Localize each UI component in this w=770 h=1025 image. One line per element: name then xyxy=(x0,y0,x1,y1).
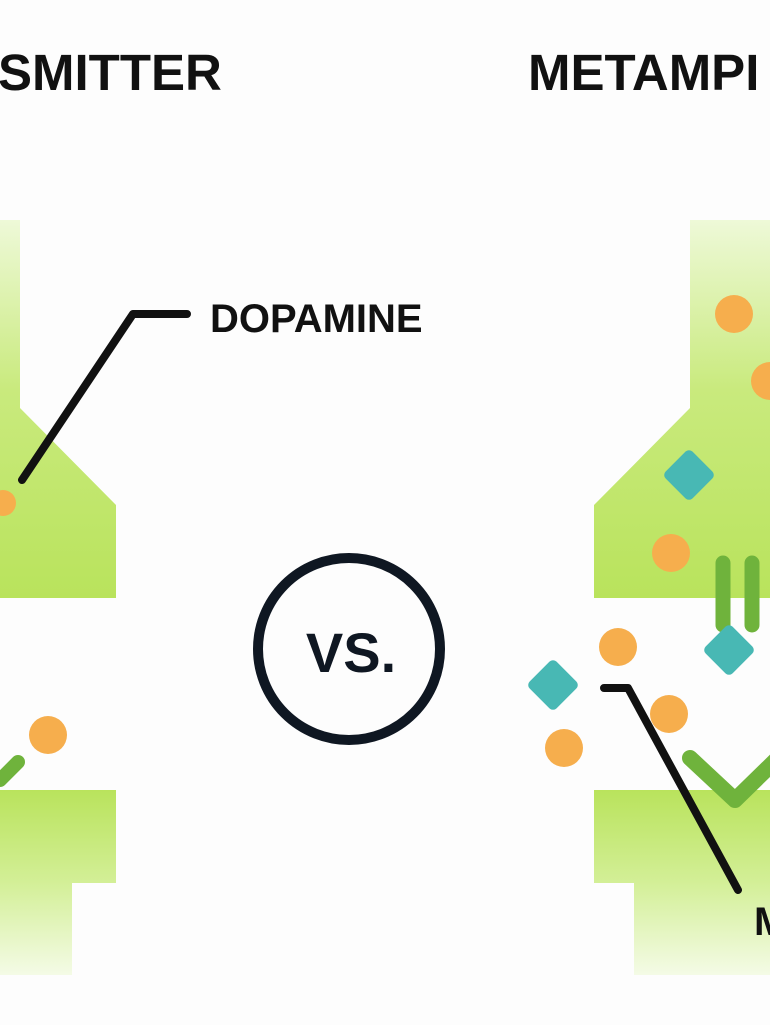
left-postsynaptic-neuron xyxy=(0,790,116,975)
versus-circle xyxy=(253,553,445,745)
dopamine-molecule xyxy=(545,729,583,767)
left-presynaptic-neuron xyxy=(0,220,116,598)
versus-badge: VS. xyxy=(253,553,445,745)
right-postsynaptic-neuron xyxy=(594,790,770,975)
meth-label: M xyxy=(754,900,770,944)
right-receptor xyxy=(682,750,770,808)
dopamine-molecule xyxy=(29,716,67,754)
dopamine-molecule xyxy=(0,490,16,516)
right-panel-title: METAMPI xyxy=(528,44,759,101)
dopamine-molecule xyxy=(715,295,753,333)
left-receptor xyxy=(0,755,25,787)
meth-molecule xyxy=(528,660,578,710)
meth-leader-line xyxy=(600,684,742,894)
dopamine-molecule xyxy=(751,362,770,400)
versus-label: VS. xyxy=(306,621,396,684)
dopamine-leader-line xyxy=(18,310,191,484)
meth-molecule xyxy=(704,625,754,675)
dopamine-molecule xyxy=(599,628,637,666)
dopamine-molecule xyxy=(652,534,690,572)
right-panel: METAMPI M xyxy=(528,44,770,975)
left-panel: SMITTER DOPAMINE xyxy=(0,44,423,975)
left-panel-title: SMITTER xyxy=(0,44,222,101)
dopamine-molecule xyxy=(650,695,688,733)
dopamine-label: DOPAMINE xyxy=(210,297,423,341)
meth-molecule xyxy=(664,450,714,500)
